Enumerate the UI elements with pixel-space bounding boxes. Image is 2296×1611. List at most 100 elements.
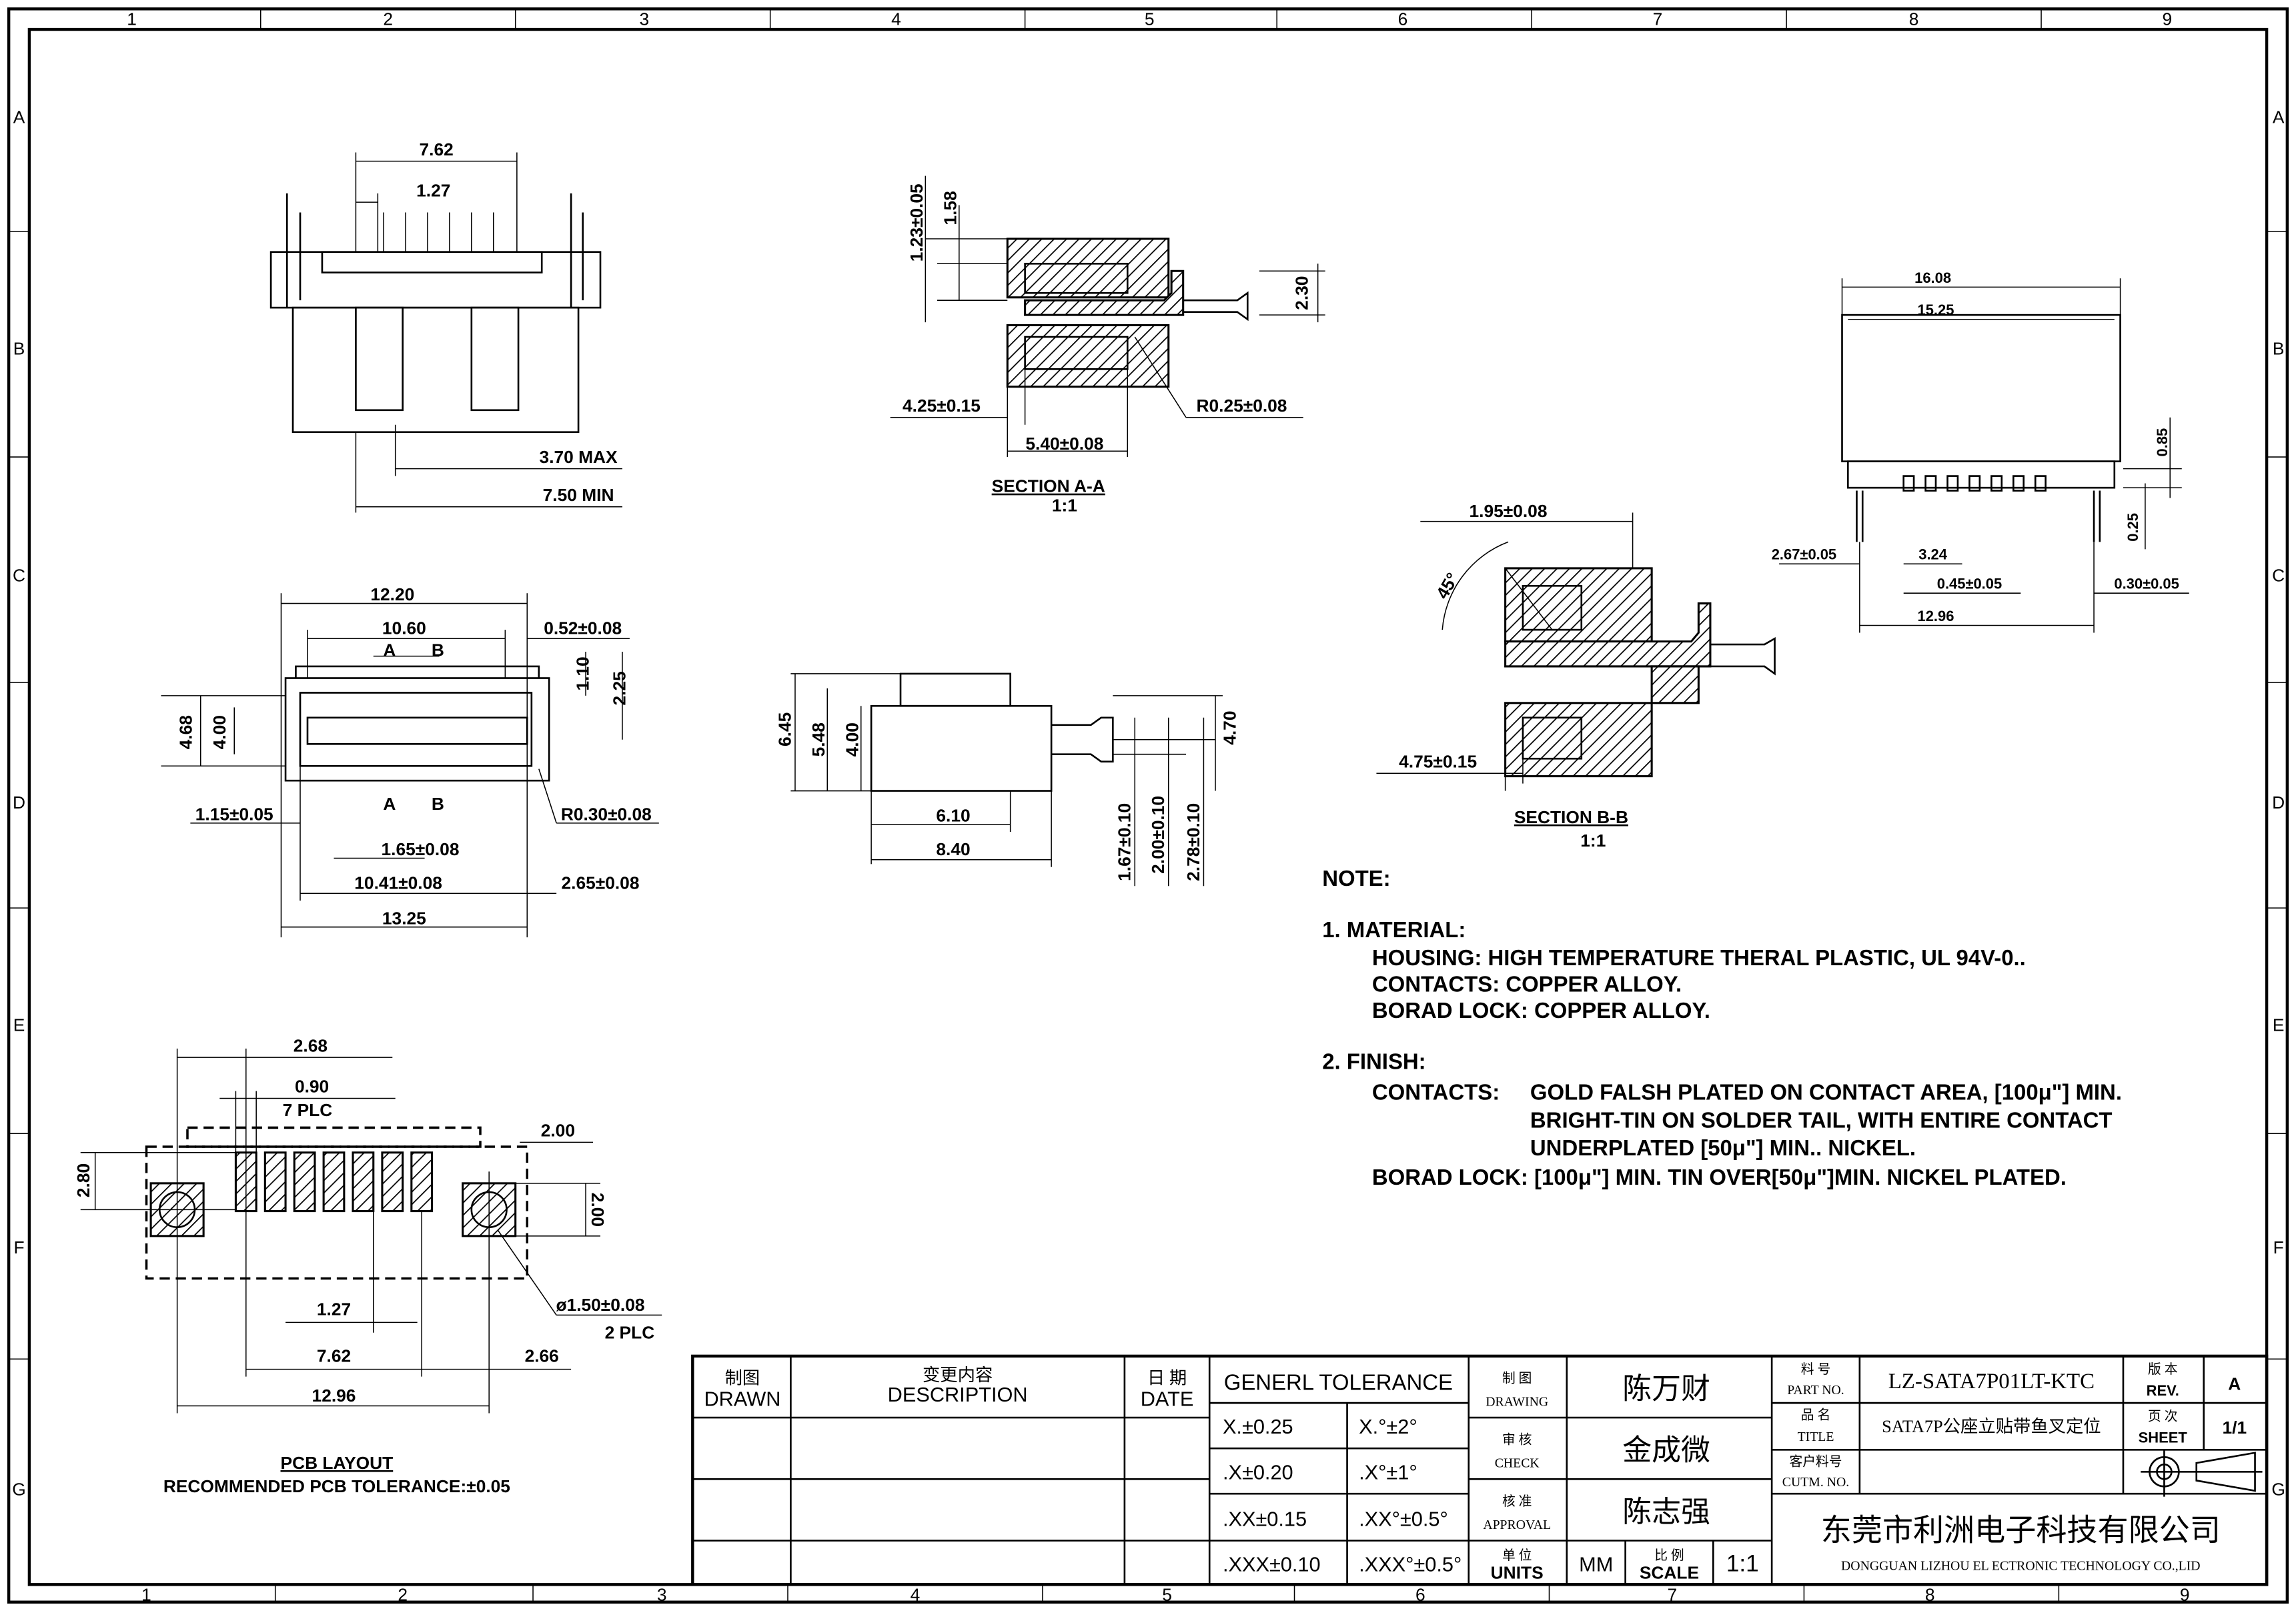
- dimension-label: 1.58: [940, 191, 960, 225]
- scale-label-cn: 比 例: [1654, 1548, 1684, 1563]
- dimension-label: 13.25: [382, 908, 426, 928]
- section-scale: 1:1: [1580, 831, 1606, 851]
- dimension-label: 2 PLC: [605, 1323, 655, 1343]
- tolerance-linear: .XXX±0.10: [1223, 1553, 1321, 1576]
- approval-label: APPROVAL: [1483, 1518, 1551, 1532]
- scale-label: SCALE: [1640, 1563, 1699, 1583]
- dimension-label: 0.25: [2125, 513, 2141, 542]
- dimension-label: 7.62: [420, 139, 454, 159]
- dimension-label: 2.78±0.10: [1183, 803, 1203, 881]
- pcb-layout-title: PCB LAYOUT: [281, 1453, 394, 1473]
- dimension-label: 10.41±0.08: [354, 873, 442, 893]
- dimension-label: 6.10: [936, 806, 970, 826]
- zone-label: C: [2272, 566, 2285, 586]
- rev-label: REV.: [2147, 1382, 2179, 1399]
- zone-column-labels-top: 1 2 3 4 5 6 7 8 9: [127, 9, 2172, 29]
- section-marker: A: [383, 640, 396, 660]
- dimension-label: 1.95±0.08: [1470, 501, 1548, 521]
- drawn-label: DRAWN: [704, 1388, 780, 1411]
- note-line: CONTACTS: COPPER ALLOY.: [1372, 971, 1682, 996]
- section-scale: 1:1: [1052, 495, 1077, 515]
- dimension-label: 5.40±0.08: [1025, 434, 1103, 454]
- zone-label: 3: [640, 9, 650, 29]
- zone-row-labels-left: A B C D E F G: [12, 107, 25, 1500]
- dimension-label: 4.75±0.15: [1399, 751, 1477, 771]
- section-a-a-view: 1.23±0.05 1.58 2.30 4.25±0.15 5.40±0.08 …: [890, 175, 1325, 515]
- side-view: 6.45 5.48 4.00 4.70 6.10 8.40 1.67±0.10 …: [774, 672, 1240, 887]
- right-side-view: 16.08 15.25 0.85 0.25 2.67±0.05 3.24 0.4…: [1772, 270, 2189, 633]
- customer-no-label-cn: 客户料号: [1789, 1455, 1842, 1470]
- dimension-label: 0.45±0.05: [1937, 576, 2002, 592]
- dimension-label: 2.67±0.05: [1772, 546, 1836, 563]
- finish-heading: 2. FINISH:: [1322, 1049, 1425, 1074]
- zone-label: A: [13, 107, 25, 127]
- sheet-value: 1/1: [2222, 1418, 2247, 1438]
- dimension-label: R0.30±0.08: [561, 804, 652, 824]
- zone-label: G: [2271, 1479, 2285, 1499]
- section-marker: A: [383, 794, 396, 814]
- general-tolerance-heading: GENERL TOLERANCE: [1224, 1370, 1453, 1394]
- dimension-label: 2.30: [1291, 276, 1311, 310]
- dimension-label: 12.96: [312, 1386, 356, 1406]
- dimension-label: 3.24: [1918, 546, 1947, 563]
- dimension-label: 1.27: [317, 1299, 351, 1319]
- dimension-label: 7.50 MIN: [543, 485, 614, 505]
- units-value: MM: [1579, 1553, 1613, 1576]
- dimension-label: 7.62: [317, 1346, 351, 1366]
- dimension-label: 2.25: [609, 671, 629, 705]
- date-label: DATE: [1141, 1388, 1194, 1411]
- zone-label: 7: [1653, 9, 1663, 29]
- zone-label: 5: [1162, 1584, 1172, 1604]
- zone-label: B: [2273, 338, 2285, 358]
- zone-label: B: [13, 338, 25, 358]
- dimension-label: 0.90: [295, 1077, 329, 1097]
- dimension-label: 16.08: [1914, 270, 1951, 286]
- dimension-label: 1.10: [572, 656, 592, 690]
- dimension-label: 0.85: [2154, 428, 2171, 457]
- rev-label-cn: 版 本: [2148, 1362, 2178, 1377]
- dimension-label: 10.60: [382, 618, 426, 638]
- checker-name: 金成微: [1622, 1434, 1710, 1467]
- dimension-label: 7 PLC: [283, 1100, 333, 1120]
- zone-label: G: [12, 1479, 25, 1499]
- check-label-cn: 审 核: [1502, 1433, 1532, 1448]
- zone-label: 1: [127, 9, 137, 29]
- dimension-label: 0.52±0.08: [544, 618, 622, 638]
- front-view: 7.62 1.27 3.70 MAX 7.50 MIN: [269, 139, 622, 513]
- dimension-label: 4.00: [209, 715, 229, 749]
- zone-label: E: [13, 1015, 25, 1035]
- dimension-label: R0.25±0.08: [1197, 396, 1287, 416]
- dimension-label: 3.70 MAX: [540, 447, 618, 467]
- dimension-label: 1.67±0.10: [1115, 803, 1135, 881]
- zone-label: D: [13, 792, 25, 813]
- units-label-cn: 单 位: [1502, 1548, 1532, 1563]
- zone-label: 3: [657, 1584, 667, 1604]
- dimension-label: 4.25±0.15: [903, 396, 981, 416]
- dimension-label: 12.20: [370, 584, 414, 604]
- section-marker: B: [432, 640, 444, 660]
- zone-label: F: [13, 1237, 24, 1257]
- drawing-label-cn: 制 图: [1502, 1371, 1532, 1386]
- check-label: CHECK: [1495, 1456, 1540, 1471]
- zone-row-labels-right: A B C D E F G: [2271, 107, 2285, 1500]
- title-label: TITLE: [1798, 1430, 1834, 1444]
- note-line: CONTACTS:: [1372, 1080, 1500, 1105]
- tolerance-linear: .X±0.20: [1223, 1460, 1293, 1484]
- title-label-cn: 品 名: [1801, 1408, 1830, 1422]
- zone-label: 8: [1909, 9, 1919, 29]
- zone-label: 1: [141, 1584, 151, 1604]
- dimension-label: 0.30±0.05: [2114, 576, 2179, 592]
- dimension-label: 4.70: [1220, 711, 1240, 745]
- zone-label: 4: [891, 9, 901, 29]
- description-label: DESCRIPTION: [888, 1383, 1028, 1406]
- section-marker: B: [432, 794, 444, 814]
- note-line: UNDERPLATED [50μ"] MIN.. NICKEL.: [1530, 1135, 1916, 1160]
- dimension-label: 6.45: [774, 712, 794, 746]
- dimension-label: 8.40: [936, 839, 970, 859]
- part-number: LZ-SATA7P01LT-KTC: [1888, 1370, 2095, 1394]
- dimension-label: 5.48: [808, 722, 828, 756]
- dimension-label: 1.23±0.05: [907, 183, 927, 261]
- zone-label: 8: [1925, 1584, 1935, 1604]
- drawing-label: DRAWING: [1486, 1395, 1548, 1410]
